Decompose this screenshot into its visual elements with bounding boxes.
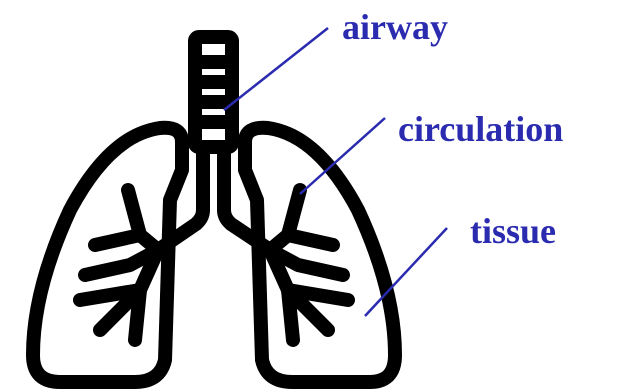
- trachea: [195, 37, 232, 147]
- lungs-icon: [33, 37, 395, 382]
- right-bronchial-tree: [270, 190, 348, 340]
- airway-label: airway: [342, 7, 448, 47]
- left-branch-upper-twig: [95, 235, 140, 245]
- tissue-label: tissue: [470, 211, 556, 251]
- left-bronchial-tree: [80, 190, 158, 340]
- airway-leader-line: [224, 28, 328, 110]
- left-branch-bottom: [135, 290, 140, 340]
- trachea-outline: [195, 37, 232, 147]
- right-branch-upper-twig: [288, 235, 333, 245]
- circulation-label: circulation: [398, 109, 563, 149]
- right-branch-bottom: [288, 290, 293, 340]
